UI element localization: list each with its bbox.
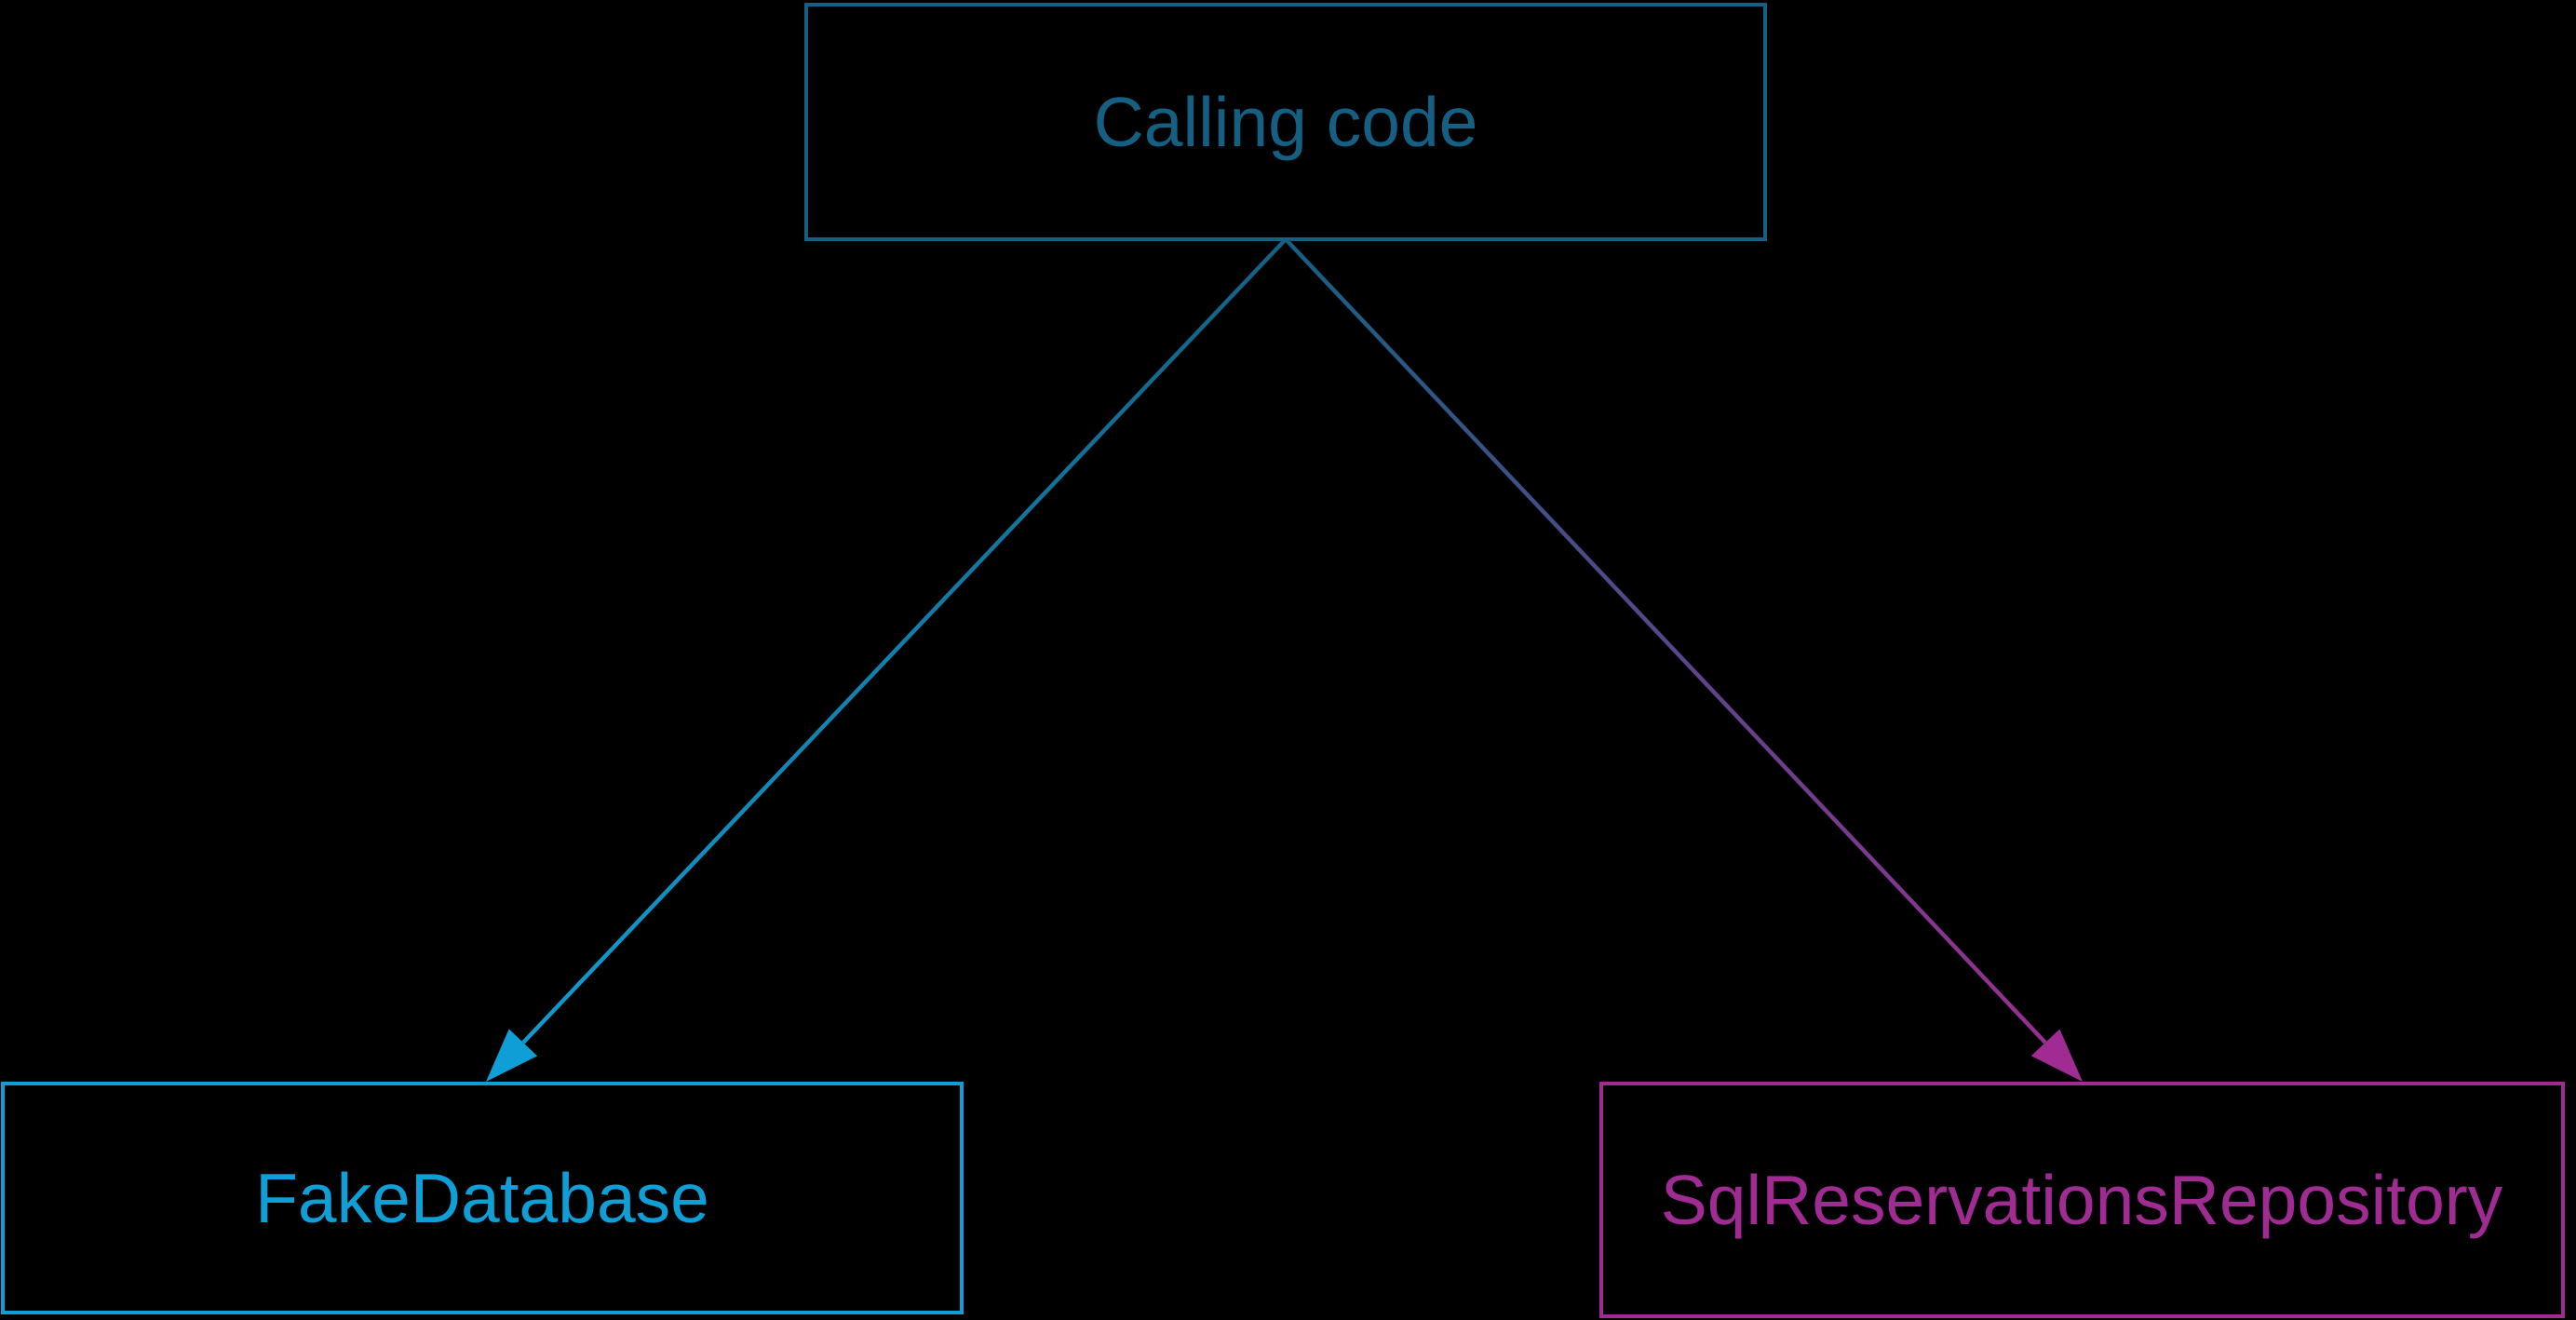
edge-calling-code-to-fake-database bbox=[486, 237, 1288, 1082]
edge-line-right bbox=[1284, 237, 2047, 1044]
node-calling-code: Calling code bbox=[804, 3, 1767, 241]
node-sql-reservations-repository: SqlReservationsRepository bbox=[1599, 1082, 2565, 1318]
edge-calling-code-to-sql-reservations-repository bbox=[1284, 237, 2083, 1082]
node-fake-database: FakeDatabase bbox=[1, 1082, 964, 1314]
node-calling-code-box bbox=[804, 3, 1767, 241]
arrowhead-right-icon bbox=[2030, 1029, 2083, 1082]
node-sql-reservations-repository-label: SqlReservationsRepository bbox=[1661, 1161, 2503, 1239]
edge-line-left bbox=[521, 237, 1288, 1044]
arrowhead-left-icon bbox=[486, 1029, 538, 1082]
node-calling-code-label: Calling code bbox=[1094, 83, 1478, 161]
node-sql-reservations-repository-box bbox=[1599, 1082, 2565, 1318]
node-fake-database-box bbox=[1, 1082, 964, 1314]
node-fake-database-label: FakeDatabase bbox=[255, 1159, 709, 1237]
